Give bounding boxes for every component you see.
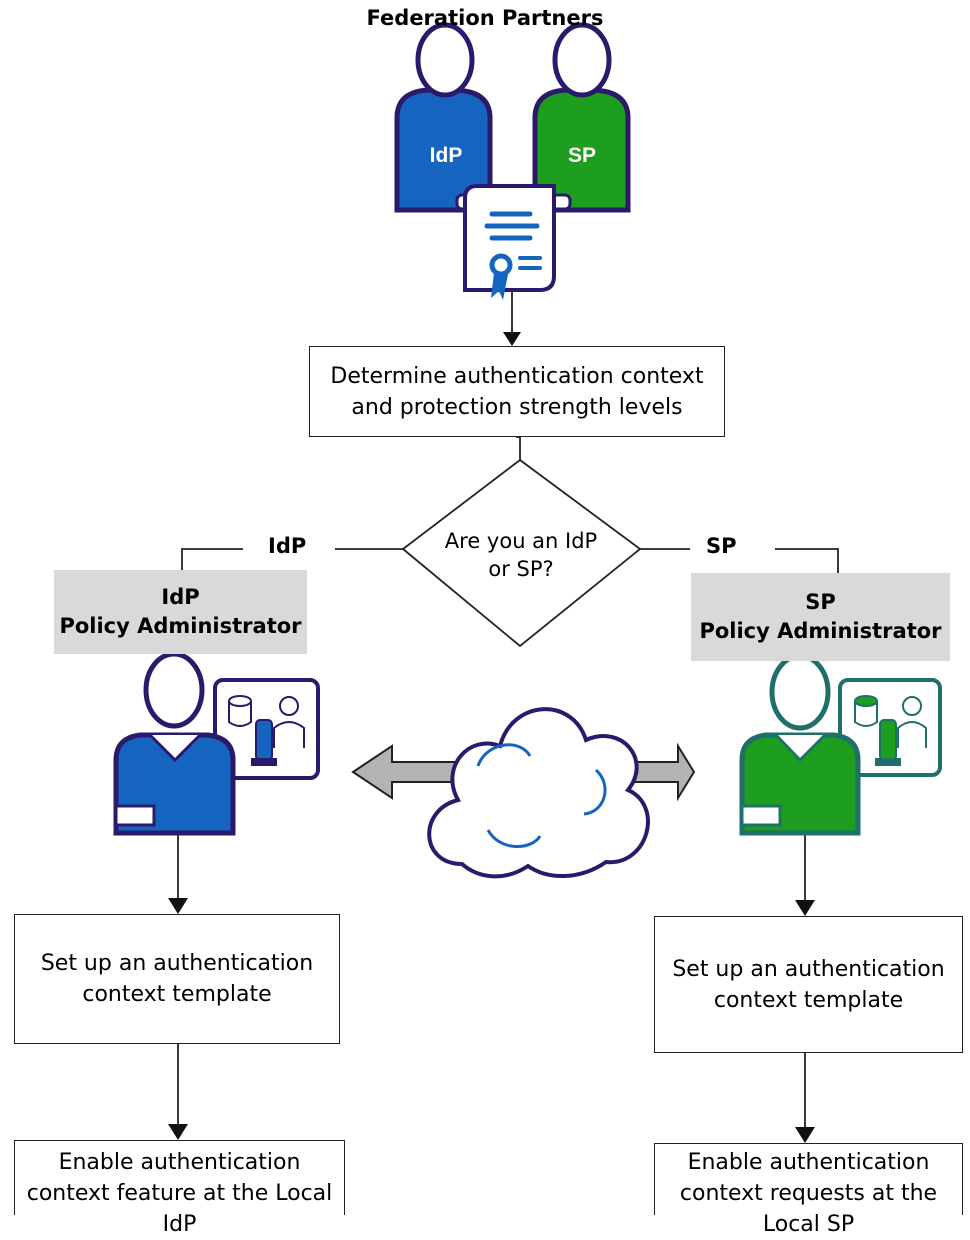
determine-levels-text: Determine authentication context and pro… <box>330 363 704 420</box>
branch-label-idp: IdP <box>264 534 311 558</box>
cloud-icon <box>427 707 650 879</box>
connector-lines <box>177 290 839 1127</box>
sp-enable-requests-text: Enable authentication context requests a… <box>679 1150 938 1237</box>
arrowheads <box>168 332 815 1143</box>
idp-policy-administrator: IdP Policy Administrator <box>54 570 307 654</box>
two-people-icon: SP IdP <box>394 22 631 213</box>
idp-role-line2: Policy Administrator <box>59 614 302 638</box>
sp-enable-requests-step: Enable authentication context requests a… <box>654 1143 963 1237</box>
admin-user-icon <box>739 653 942 836</box>
svg-text:SP: SP <box>568 144 596 167</box>
flowchart-canvas: SP IdP <box>113 22 942 1143</box>
sp-setup-template-step: Set up an authentication context templat… <box>654 916 963 1053</box>
idp-role-line1: IdP <box>161 585 200 609</box>
sp-role-line2: Policy Administrator <box>699 619 942 643</box>
sp-role-line1: SP <box>805 590 836 614</box>
admin-user-icon <box>113 651 320 836</box>
diagram-title: Federation Partners <box>366 6 604 30</box>
idp-setup-template-text: Set up an authentication context templat… <box>40 951 314 1007</box>
decision-question: Are you an IdP or SP? <box>444 529 598 581</box>
sp-setup-template-text: Set up an authentication context templat… <box>672 956 945 1013</box>
idp-enable-feature-step: Enable authentication context feature at… <box>14 1140 345 1237</box>
sp-policy-administrator: SP Policy Administrator <box>691 573 950 661</box>
determine-levels-step: Determine authentication context and pro… <box>309 346 725 437</box>
idp-setup-template-step: Set up an authentication context templat… <box>14 914 340 1044</box>
certificate-icon <box>463 184 556 300</box>
idp-enable-feature-text: Enable authentication context feature at… <box>26 1150 333 1237</box>
decision-diamond <box>401 458 642 648</box>
svg-text:IdP: IdP <box>430 144 463 167</box>
branch-label-sp: SP <box>702 534 741 558</box>
